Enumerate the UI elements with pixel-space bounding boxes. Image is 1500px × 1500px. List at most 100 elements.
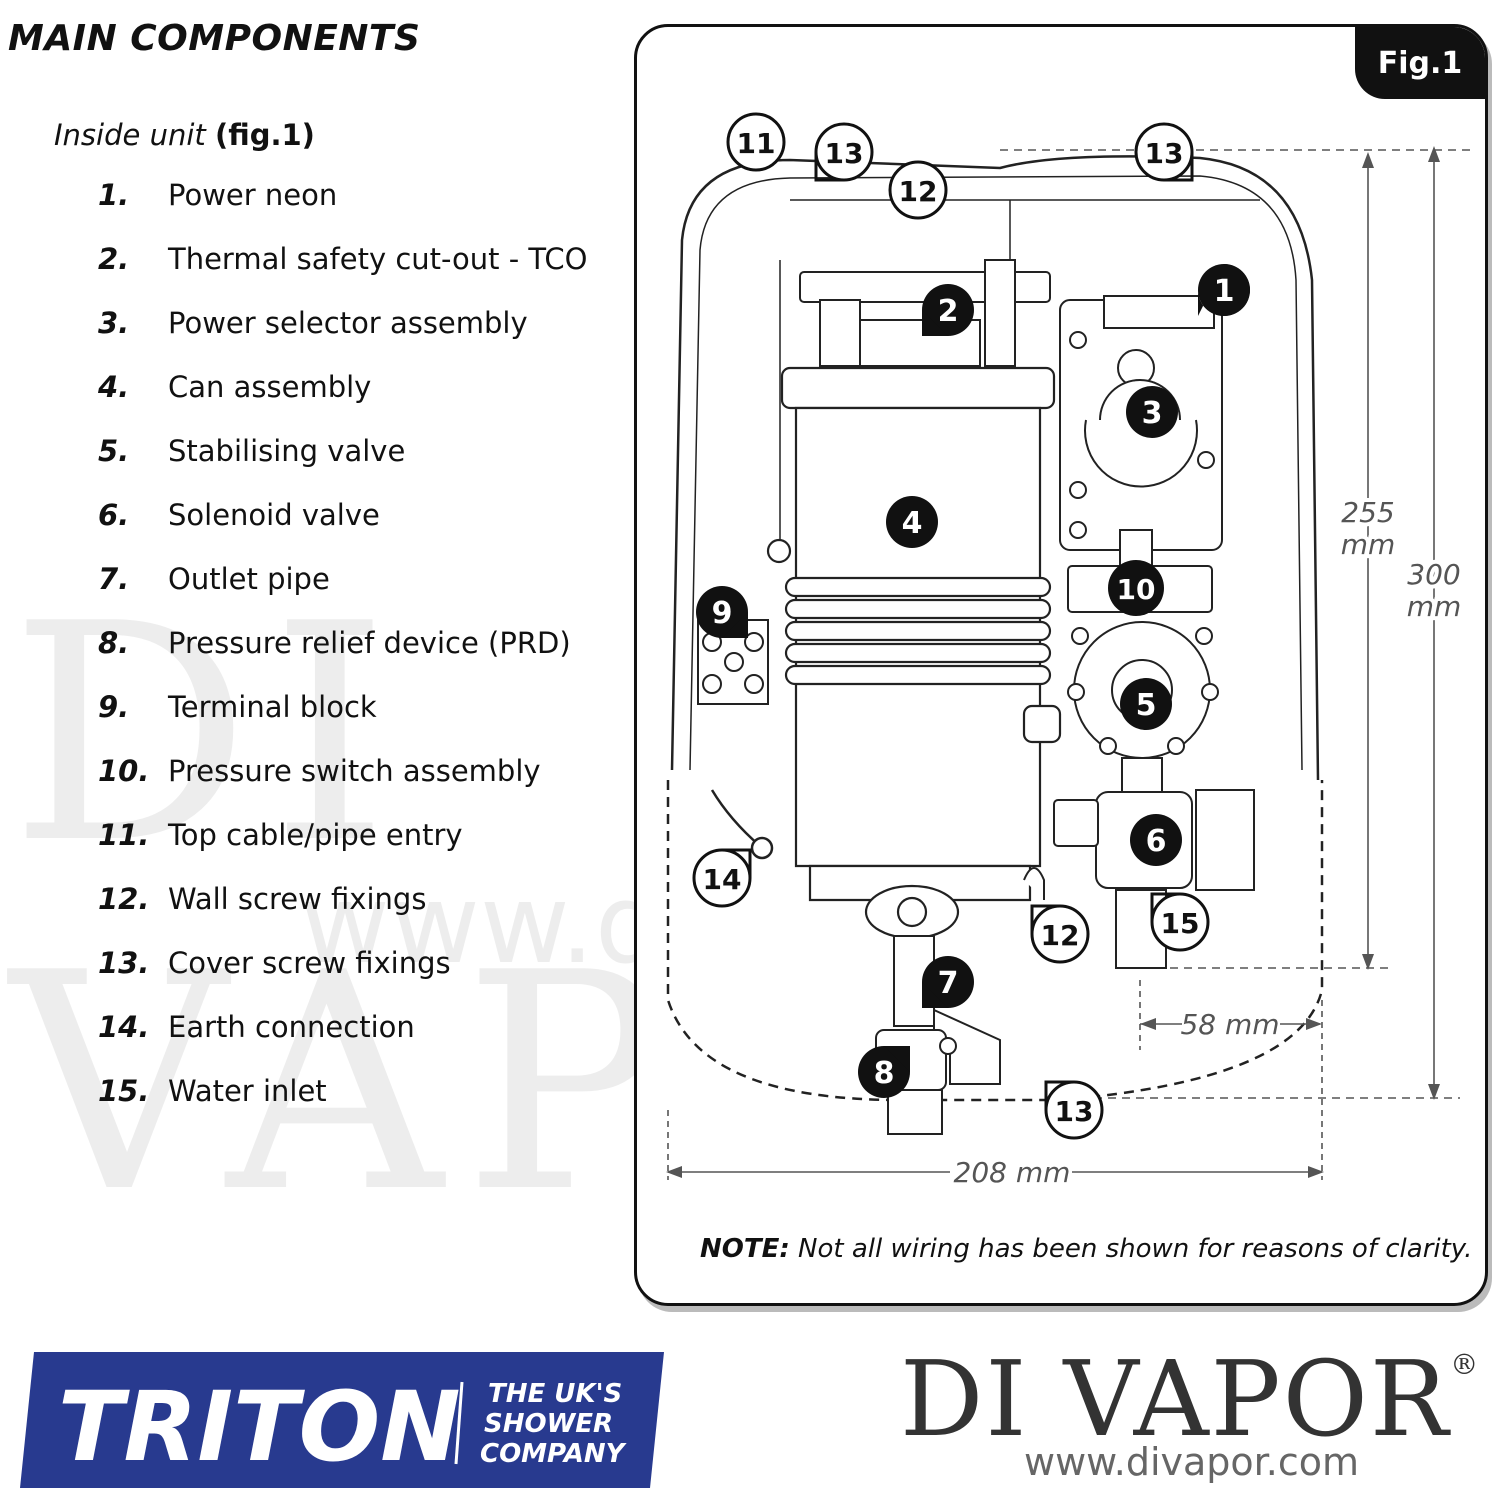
registered-mark: ® (1450, 1348, 1481, 1381)
callout-8: 8 (858, 1046, 910, 1098)
svg-text:2: 2 (938, 294, 959, 329)
component-label: Power selector assembly (168, 306, 528, 340)
list-item: 13. Cover screw fixings (98, 946, 588, 1010)
component-label: Wall screw fixings (168, 882, 427, 916)
component-label: Can assembly (168, 370, 372, 404)
list-item: 9. Terminal block (98, 690, 588, 754)
dim-255-unit: mm (1341, 528, 1396, 561)
triton-name: TRITON (58, 1371, 461, 1483)
svg-text:7: 7 (938, 966, 959, 1001)
callout-14: 14 (692, 848, 752, 908)
svg-text:11: 11 (737, 127, 776, 160)
list-item: 14. Earth connection (98, 1010, 588, 1074)
callout-11: 11 (726, 112, 786, 172)
callout-10: 10 (1108, 560, 1164, 616)
subheading-text: Inside unit (54, 118, 206, 152)
svg-text:12: 12 (899, 175, 938, 208)
triton-tagline-1: THE UK'S (488, 1379, 622, 1409)
triton-tagline-2: SHOWER (484, 1409, 613, 1439)
figure-note: NOTE: Not all wiring has been shown for … (700, 1234, 1472, 1264)
callout-9: 9 (696, 586, 748, 638)
list-item: 5. Stabilising valve (98, 434, 588, 498)
divapor-logo: DI VAPOR® (900, 1338, 1480, 1460)
component-label: Pressure relief device (PRD) (168, 626, 571, 660)
component-number: 10. (98, 754, 150, 788)
component-number: 5. (98, 434, 130, 468)
component-label: Cover screw fixings (168, 946, 451, 980)
divapor-url: www.divapor.com (1024, 1440, 1360, 1484)
callout-13-left: 13 (814, 122, 874, 182)
svg-text:8: 8 (874, 1056, 895, 1091)
can-ribs (784, 576, 1052, 686)
callout-15: 15 (1150, 892, 1210, 952)
casing-outline (670, 155, 1320, 781)
component-label: Earth connection (168, 1010, 415, 1044)
can-lid (780, 366, 1056, 410)
component-label: Outlet pipe (168, 562, 330, 596)
callout-1: 1 (1198, 264, 1250, 316)
svg-text:13: 13 (825, 137, 864, 170)
component-number: 14. (98, 1010, 150, 1044)
list-item: 2.Thermal safety cut-out - TCO (98, 242, 588, 306)
callout-2: 2 (922, 284, 974, 336)
component-number: 9. (98, 690, 130, 724)
callout-13-bottom: 13 (1044, 1080, 1104, 1140)
component-number: 11. (98, 818, 150, 852)
callout-4: 4 (886, 496, 938, 548)
subheading: Inside unit (fig.1) (54, 118, 315, 152)
svg-text:1: 1 (1214, 274, 1235, 309)
casing-inner (689, 175, 1303, 771)
svg-text:9: 9 (712, 596, 733, 631)
dim-300: 300 (1407, 558, 1460, 591)
component-number: 12. (98, 882, 150, 916)
can-base (808, 864, 1032, 902)
component-number: 4. (98, 370, 130, 404)
svg-text:4: 4 (902, 506, 923, 541)
svg-text:10: 10 (1117, 573, 1156, 606)
list-item: 8. Pressure relief device (PRD) (98, 626, 588, 690)
subheading-ref: (fig.1) (214, 118, 315, 152)
component-number: 13. (98, 946, 150, 980)
dim-300-unit: mm (1407, 590, 1462, 623)
svg-text:13: 13 (1055, 1095, 1094, 1128)
callout-7: 7 (922, 956, 974, 1008)
list-item: 1.Power neon (98, 178, 588, 242)
component-label: Terminal block (168, 690, 377, 724)
component-label: Solenoid valve (168, 498, 380, 532)
svg-text:14: 14 (703, 863, 742, 896)
component-label: Thermal safety cut-out - TCO (168, 242, 588, 276)
list-item: 4. Can assembly (98, 370, 588, 434)
svg-text:3: 3 (1142, 396, 1163, 431)
component-number: 15. (98, 1074, 150, 1108)
callout-5: 5 (1120, 678, 1172, 730)
callout-12-top: 12 (888, 160, 948, 220)
triton-tagline-3: COMPANY (480, 1439, 628, 1469)
figure-tag: Fig.1 (1355, 27, 1485, 99)
component-number: 6. (98, 498, 130, 532)
list-item: 15. Water inlet (98, 1074, 588, 1138)
svg-text:15: 15 (1161, 907, 1200, 940)
component-label: Top cable/pipe entry (168, 818, 463, 852)
component-label: Water inlet (168, 1074, 327, 1108)
page-title: MAIN COMPONENTS (8, 18, 421, 59)
triton-logo: TRITON THE UK'S SHOWER COMPANY (20, 1352, 664, 1488)
list-item: 12. Wall screw fixings (98, 882, 588, 946)
component-number: 8. (98, 626, 130, 660)
list-item: 6. Solenoid valve (98, 498, 588, 562)
component-number: 3. (98, 306, 130, 340)
dim-58: 58 mm (1180, 1008, 1279, 1041)
component-number: 7. (98, 562, 130, 596)
note-label: NOTE: (700, 1234, 790, 1264)
list-item: 11. Top cable/pipe entry (98, 818, 588, 882)
component-label: Power neon (168, 178, 338, 212)
svg-text:5: 5 (1136, 688, 1157, 723)
list-item: 3. Power selector assembly (98, 306, 588, 370)
callout-13-right: 13 (1134, 122, 1194, 182)
component-label: Stabilising valve (168, 434, 406, 468)
list-item: 10. Pressure switch assembly (98, 754, 588, 818)
dim-255: 255 (1341, 496, 1394, 529)
dim-208: 208 mm (954, 1156, 1071, 1189)
component-label: Pressure switch assembly (168, 754, 541, 788)
component-list: 1.Power neon 2.Thermal safety cut-out - … (98, 178, 588, 1138)
